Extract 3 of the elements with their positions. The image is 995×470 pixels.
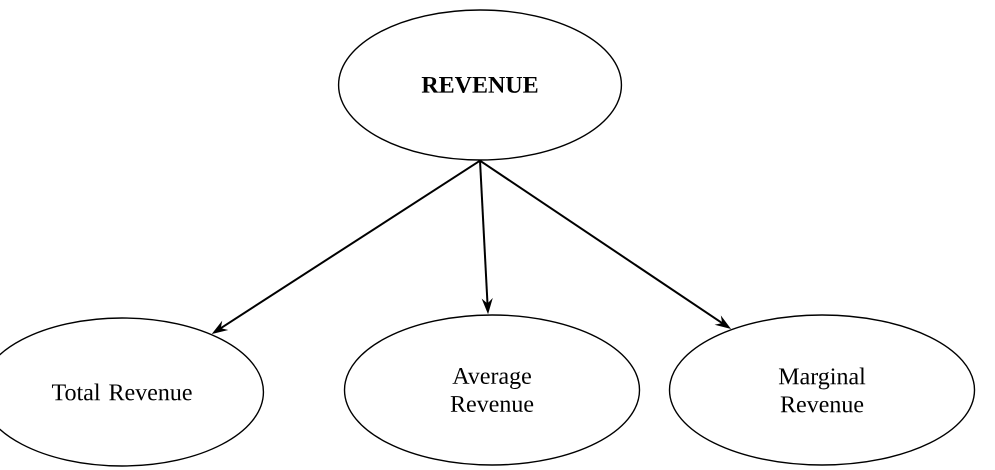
ellipse-node: Marginal Revenue: [668, 314, 976, 466]
ellipse-node: Average Revenue: [344, 314, 640, 466]
ellipse-node: REVENUE: [338, 9, 622, 161]
